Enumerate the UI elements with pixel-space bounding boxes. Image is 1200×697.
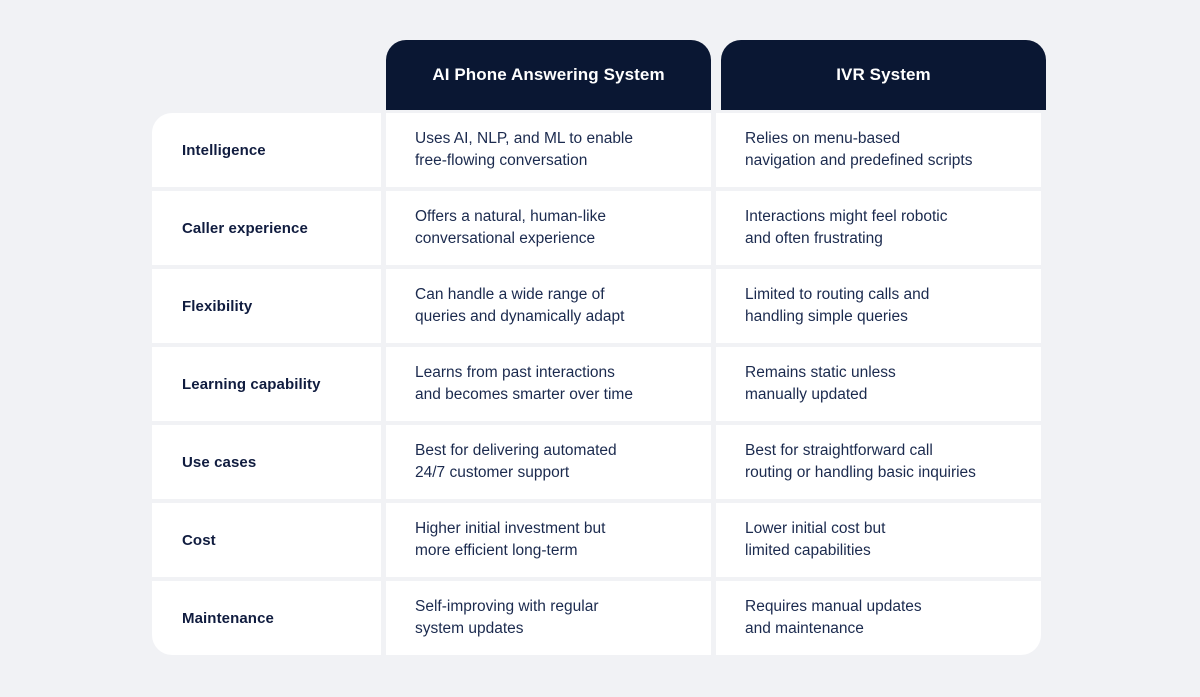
- cell-text-line: system updates: [415, 620, 524, 637]
- row-label-caller-experience: Caller experience: [152, 191, 381, 265]
- cell-ivr-learning-capability: Remains static unless manually updated: [716, 347, 1041, 421]
- row-label-cost: Cost: [152, 503, 381, 577]
- cell-ai-flexibility: Can handle a wide range of queries and d…: [386, 269, 711, 343]
- table-row: Flexibility Can handle a wide range of q…: [152, 269, 1046, 343]
- row-label-flexibility: Flexibility: [152, 269, 381, 343]
- cell-text-line: 24/7 customer support: [415, 464, 570, 481]
- cell-text-line: Best for delivering automated: [415, 442, 617, 459]
- cell-ai-use-cases: Best for delivering automated 24/7 custo…: [386, 425, 711, 499]
- cell-text-line: Offers a natural, human-like: [415, 208, 606, 225]
- table-row: Learning capability Learns from past int…: [152, 347, 1046, 421]
- cell-text-line: Best for straightforward call: [745, 442, 933, 459]
- cell-text-line: Can handle a wide range of: [415, 286, 605, 303]
- column-header-ivr-system: IVR System: [721, 40, 1046, 110]
- cell-text-line: conversational experience: [415, 230, 596, 247]
- cell-text-line: Higher initial investment but: [415, 520, 606, 537]
- cell-ai-cost: Higher initial investment but more effic…: [386, 503, 711, 577]
- cell-text-line: limited capabilities: [745, 542, 871, 559]
- cell-text-line: routing or handling basic inquiries: [745, 464, 976, 481]
- cell-text-line: manually updated: [745, 386, 868, 403]
- comparison-table: AI Phone Answering System IVR System Int…: [152, 40, 1046, 655]
- cell-ivr-maintenance: Requires manual updates and maintenance: [716, 581, 1041, 655]
- column-header-label: IVR System: [836, 65, 931, 84]
- cell-text-line: Learns from past interactions: [415, 364, 615, 381]
- cell-ivr-cost: Lower initial cost but limited capabilit…: [716, 503, 1041, 577]
- cell-text-line: free-flowing conversation: [415, 152, 588, 169]
- column-header-label: AI Phone Answering System: [432, 65, 665, 84]
- column-header-ai-phone-answering-system: AI Phone Answering System: [386, 40, 711, 110]
- cell-text-line: Lower initial cost but: [745, 520, 886, 537]
- cell-ai-intelligence: Uses AI, NLP, and ML to enable free-flow…: [386, 113, 711, 187]
- row-label-intelligence: Intelligence: [152, 113, 381, 187]
- table-header-row: AI Phone Answering System IVR System: [386, 40, 1046, 110]
- table-row: Use cases Best for delivering automated …: [152, 425, 1046, 499]
- row-label-maintenance: Maintenance: [152, 581, 381, 655]
- cell-text-line: handling simple queries: [745, 308, 908, 325]
- cell-text-line: Limited to routing calls and: [745, 286, 930, 303]
- cell-text-line: Relies on menu-based: [745, 130, 901, 147]
- cell-text-line: and becomes smarter over time: [415, 386, 633, 403]
- table-row: Cost Higher initial investment but more …: [152, 503, 1046, 577]
- row-label-use-cases: Use cases: [152, 425, 381, 499]
- cell-text-line: Self-improving with regular: [415, 598, 599, 615]
- cell-text-line: Requires manual updates: [745, 598, 922, 615]
- cell-ai-maintenance: Self-improving with regular system updat…: [386, 581, 711, 655]
- table-row: Intelligence Uses AI, NLP, and ML to ena…: [152, 113, 1046, 187]
- cell-ivr-use-cases: Best for straightforward call routing or…: [716, 425, 1041, 499]
- cell-ai-learning-capability: Learns from past interactions and become…: [386, 347, 711, 421]
- cell-text-line: and maintenance: [745, 620, 864, 637]
- cell-text-line: Uses AI, NLP, and ML to enable: [415, 130, 633, 147]
- cell-text-line: queries and dynamically adapt: [415, 308, 625, 325]
- cell-text-line: Interactions might feel robotic: [745, 208, 948, 225]
- row-label-learning-capability: Learning capability: [152, 347, 381, 421]
- table-row: Maintenance Self-improving with regular …: [152, 581, 1046, 655]
- cell-ivr-flexibility: Limited to routing calls and handling si…: [716, 269, 1041, 343]
- cell-text-line: and often frustrating: [745, 230, 883, 247]
- table-row: Caller experience Offers a natural, huma…: [152, 191, 1046, 265]
- cell-ivr-caller-experience: Interactions might feel robotic and ofte…: [716, 191, 1041, 265]
- cell-text-line: Remains static unless: [745, 364, 896, 381]
- cell-ai-caller-experience: Offers a natural, human-like conversatio…: [386, 191, 711, 265]
- cell-text-line: more efficient long-term: [415, 542, 578, 559]
- cell-ivr-intelligence: Relies on menu-based navigation and pred…: [716, 113, 1041, 187]
- cell-text-line: navigation and predefined scripts: [745, 152, 973, 169]
- table-body: Intelligence Uses AI, NLP, and ML to ena…: [152, 113, 1046, 655]
